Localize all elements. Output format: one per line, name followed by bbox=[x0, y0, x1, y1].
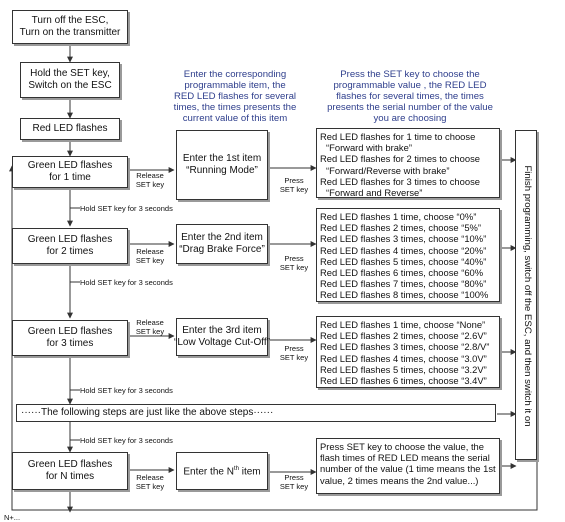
options-low-voltage: Red LED flashes 1 time, choose “None” Re… bbox=[316, 316, 500, 388]
item-3-low-voltage: Enter the 3rd item“Low Voltage Cut-Off” bbox=[174, 318, 270, 356]
hold-label-1: Hold SET key for 3 seconds bbox=[80, 204, 173, 213]
step-turn-off-esc: Turn off the ESC,Turn on the transmitter bbox=[12, 10, 128, 44]
header-press-set: Press the SET key to choose the programm… bbox=[327, 69, 493, 124]
item-1-running-mode: Enter the 1st item“Running Mode” bbox=[176, 130, 268, 200]
hold-label-4: Hold SET key for 3 seconds bbox=[80, 436, 173, 445]
item-2-drag-brake: Enter the 2nd item“Drag Brake Force” bbox=[176, 224, 268, 264]
bottom-label: N+... bbox=[4, 513, 21, 522]
header-enter-item: Enter the corresponding programmable ite… bbox=[173, 69, 297, 124]
step-hold-set-key: Hold the SET key,Switch on the ESC bbox=[20, 62, 120, 98]
item-n: Enter the Nth item bbox=[176, 452, 268, 490]
step-red-led-flashes: Red LED flashes bbox=[20, 118, 120, 140]
finish-programming-box: Finish programming, switch off the ESC, … bbox=[515, 130, 537, 460]
options-running-mode: Red LED flashes for 1 time to choose “Fo… bbox=[316, 128, 500, 198]
following-steps-box: ······The following steps are just like … bbox=[16, 404, 496, 422]
options-drag-brake: Red LED flashes 1 time, choose “0%” Red … bbox=[316, 208, 500, 302]
options-n: Press SET key to choose the value, the f… bbox=[316, 438, 500, 494]
hold-label-3: Hold SET key for 3 seconds bbox=[80, 386, 173, 395]
hold-label-2: Hold SET key for 3 seconds bbox=[80, 278, 173, 287]
